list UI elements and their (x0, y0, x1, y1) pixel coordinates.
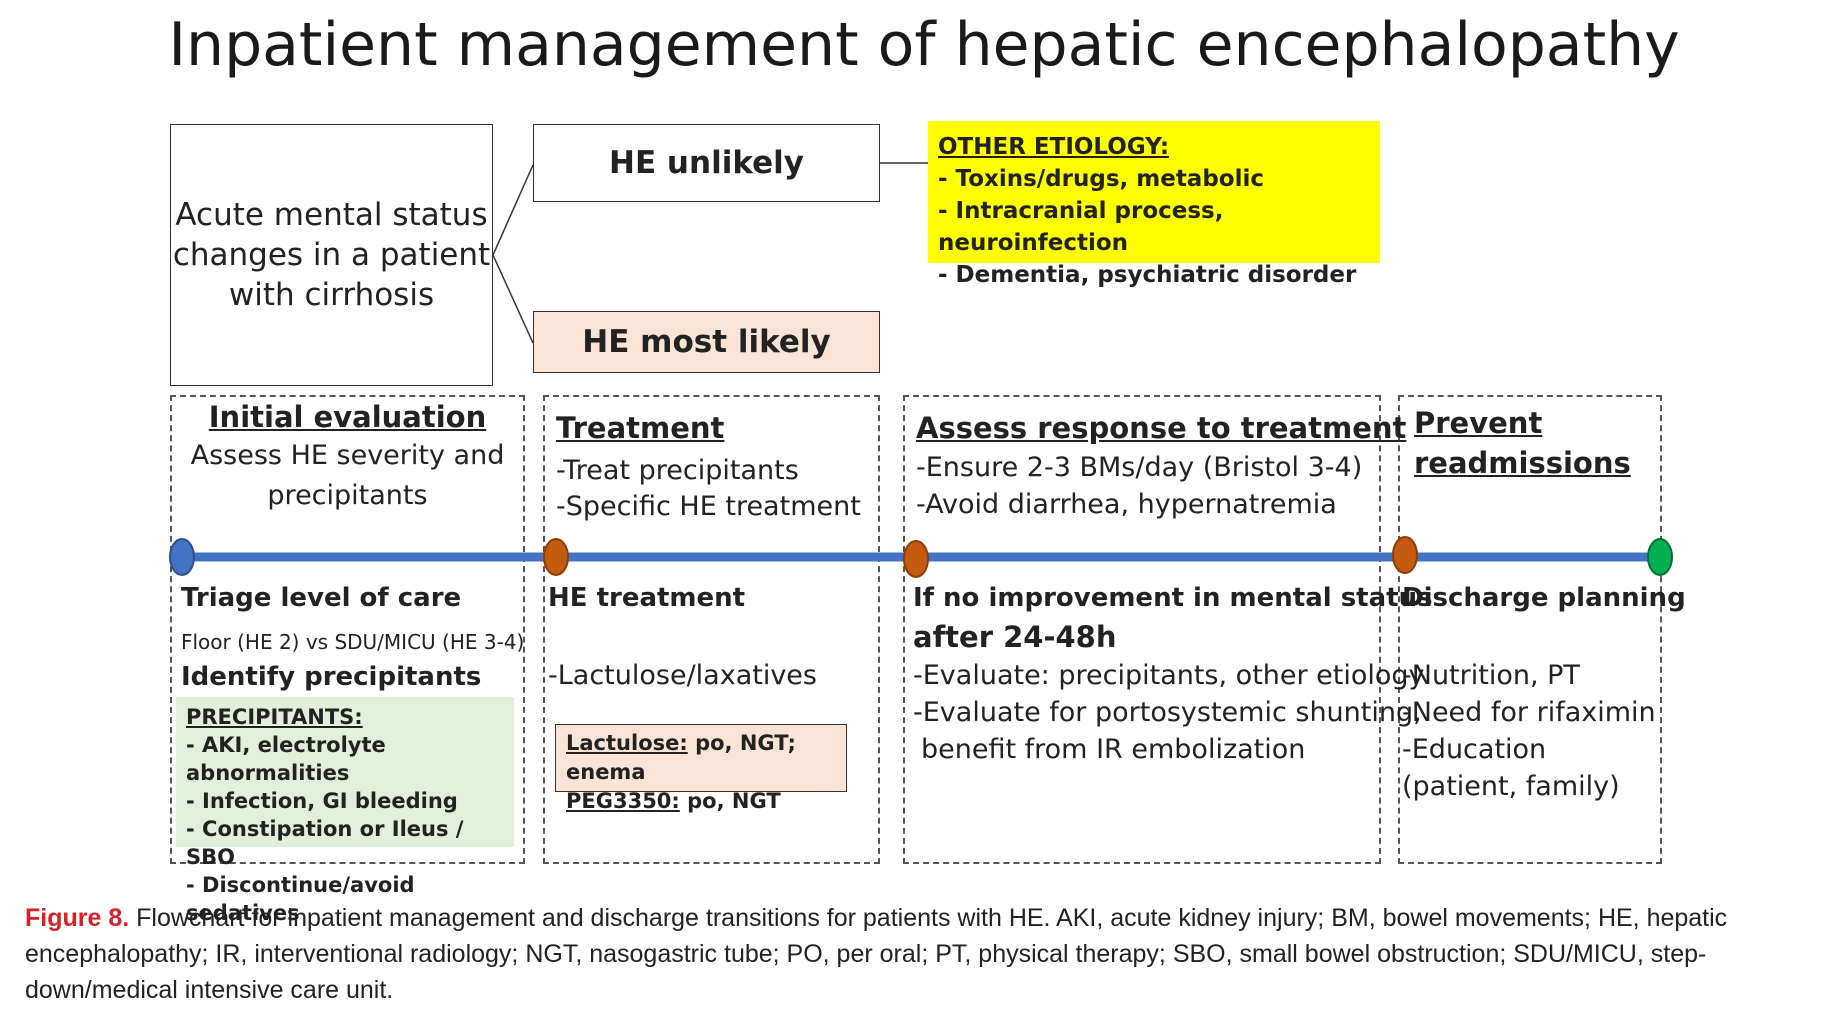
treatment-header: Treatment (556, 411, 725, 445)
assess-line1: -Ensure 2-3 BMs/day (Bristol 3-4) (916, 452, 1363, 483)
he-treatment-heading: HE treatment (548, 583, 746, 613)
caption-label: Figure 8. (25, 904, 130, 932)
timeline-dot-end (1647, 538, 1673, 576)
he-unlikely-label: HE unlikely (609, 145, 804, 181)
start-box: Acute mental status changes in a patient… (170, 124, 493, 386)
discharge-planning-heading: Discharge planning (1402, 583, 1686, 613)
evaluate-line1: -Evaluate: precipitants, other etiology (913, 660, 1425, 691)
lactulose-line: -Lactulose/laxatives (548, 660, 817, 691)
stage-initial-column (170, 395, 525, 864)
he-likely-box: HE most likely (533, 311, 880, 373)
lactulose-row: Lactulose: po, NGT; enema (566, 729, 836, 787)
treatment-line1: -Treat precipitants (556, 455, 799, 486)
prevent-item1: -Nutrition, PT (1402, 660, 1580, 691)
stage-assess-column (903, 395, 1381, 864)
lactulose-label: Lactulose: (566, 731, 688, 755)
precipitant-item: - Discontinue/avoid sedatives (186, 873, 415, 925)
assess-header: Assess response to treatment (916, 411, 1407, 445)
no-improvement-time: after 24-48h (913, 620, 1117, 654)
identify-precipitants-heading: Identify precipitants (181, 662, 482, 692)
prevent-header-line2: readmissions (1414, 446, 1631, 480)
stage-treatment-column (543, 395, 880, 864)
etiology-item: - Intracranial process, neuroinfection (938, 198, 1224, 256)
triage-detail: Floor (HE 2) vs SDU/MICU (HE 3-4) (181, 630, 525, 654)
initial-evaluation-header: Initial evaluation (208, 400, 487, 434)
precipitant-item: - AKI, electrolyte abnormalities (186, 733, 386, 785)
other-etiology-box: OTHER ETIOLOGY: - Toxins/drugs, metaboli… (928, 121, 1380, 288)
page-title: Inpatient management of hepatic encephal… (168, 10, 1680, 80)
timeline-dot-prevent (1392, 536, 1418, 574)
peg-label: PEG3350: (566, 789, 680, 813)
stage-prevent-column (1398, 395, 1662, 864)
etiology-item: - Dementia, psychiatric disorder (938, 262, 1357, 288)
peg-text: po, NGT (679, 789, 781, 813)
timeline-dot-assess (903, 540, 929, 578)
lactulose-box: Lactulose: po, NGT; enema PEG3350: po, N… (555, 724, 847, 813)
figure-caption: Figure 8. Flowchart for inpatient manage… (25, 900, 1825, 1008)
timeline-dot-start (169, 538, 195, 576)
lactulose-text: po, NGT; enema (566, 731, 796, 784)
start-box-text: Acute mental status changes in a patient… (172, 197, 491, 313)
treatment-line2: -Specific HE treatment (556, 491, 861, 522)
no-improvement-heading: If no improvement in mental status (913, 583, 1433, 613)
assess-line2: -Avoid diarrhea, hypernatremia (916, 489, 1337, 520)
prevent-item4: (patient, family) (1402, 771, 1620, 802)
precipitant-item: - Infection, GI bleeding (186, 789, 458, 813)
evaluate-line3: benefit from IR embolization (921, 734, 1306, 765)
other-etiology-heading: OTHER ETIOLOGY: (938, 134, 1170, 160)
timeline-dot-treatment (543, 538, 569, 576)
peg-row: PEG3350: po, NGT (566, 787, 836, 816)
initial-line1: Assess HE severity and (190, 440, 505, 471)
he-likely-label: HE most likely (582, 324, 831, 360)
prevent-item3: -Education (1402, 734, 1547, 765)
initial-line2: precipitants (267, 480, 428, 511)
prevent-item2: -Need for rifaximin (1402, 697, 1656, 728)
precipitants-heading: PRECIPITANTS: (186, 705, 363, 729)
etiology-item: - Toxins/drugs, metabolic (938, 166, 1264, 192)
connector-to-unlikely (492, 164, 534, 256)
caption-text: Flowchart for inpatient management and d… (25, 904, 1728, 1004)
triage-heading: Triage level of care (181, 583, 462, 613)
he-unlikely-box: HE unlikely (533, 124, 880, 202)
prevent-header-line1: Prevent (1414, 406, 1543, 440)
precipitants-box: PRECIPITANTS: - AKI, electrolyte abnorma… (176, 697, 514, 925)
precipitant-item: - Constipation or Ileus / SBO (186, 817, 464, 869)
evaluate-line2: -Evaluate for portosystemic shunting, (913, 697, 1422, 728)
connector-to-likely (492, 254, 534, 344)
